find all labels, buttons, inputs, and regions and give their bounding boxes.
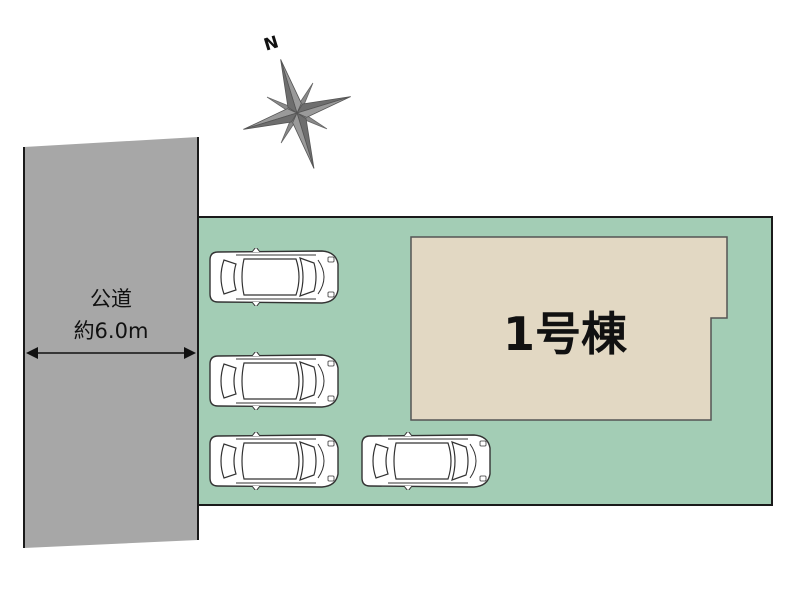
road-width-dimension	[26, 347, 196, 359]
compass-north-label: N	[262, 32, 281, 55]
compass-rose-icon	[243, 59, 351, 169]
parked-car-3	[209, 432, 339, 490]
parked-car-4	[361, 432, 491, 490]
road-name-label: 公道	[90, 287, 132, 311]
parked-car-2	[209, 352, 339, 410]
building-label: 1号棟	[503, 307, 628, 361]
parked-car-1	[209, 248, 339, 306]
road-width-label: 約6.0m	[74, 319, 149, 343]
public-road	[24, 137, 198, 548]
building-footprint	[410, 236, 728, 421]
